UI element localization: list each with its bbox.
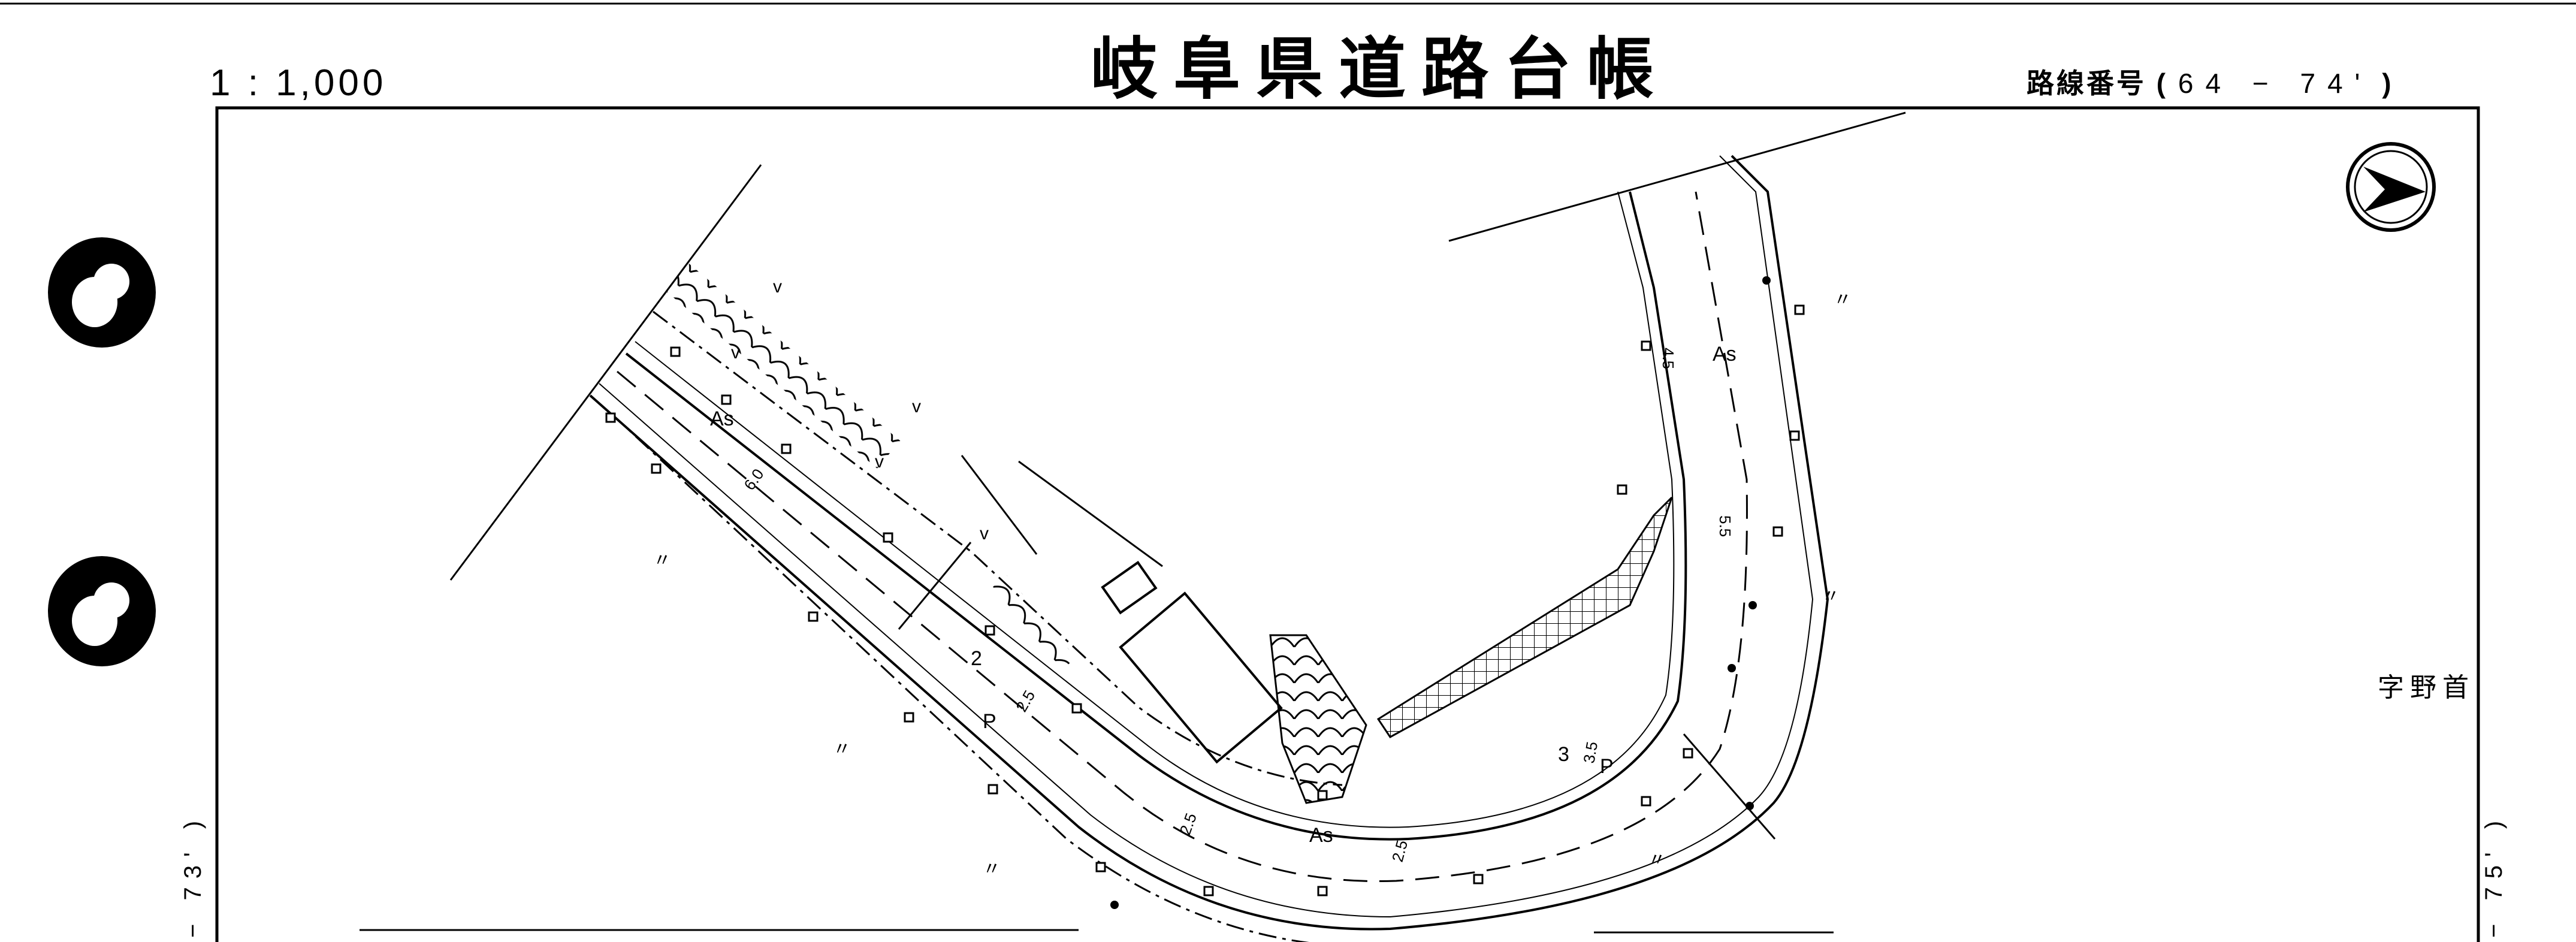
utility-poles (1110, 276, 1771, 909)
field-mark-2: 〃 (833, 739, 851, 759)
route-number-close: ) (2382, 68, 2394, 99)
width-1: 6.0 (740, 466, 767, 494)
route-number-value: 64 − 74' (2178, 68, 2372, 99)
property-boundaries (360, 111, 1906, 934)
width-3: 2.5 (1176, 811, 1200, 837)
road-center-line (617, 191, 1748, 883)
field-mark-4: 〃 (1648, 850, 1666, 870)
route-number: 路線番号 ( 64 − 74' ) (2027, 70, 2394, 97)
dry-field-mark-5: v (980, 524, 989, 544)
width-5: 3.5 (1580, 740, 1601, 765)
map-frame (215, 106, 2480, 942)
sidewalk-line-south (610, 412, 1310, 942)
as-label-3: As (1713, 343, 1737, 366)
dry-field-mark-4: v (875, 452, 884, 472)
field-mark-6: 〃 (1834, 290, 1852, 310)
binder-hole-top (48, 237, 156, 348)
as-label-2: As (1309, 824, 1333, 847)
sidewalk-p-1: P (983, 710, 996, 733)
section-number-2: 3 (1558, 743, 1569, 766)
retaining-wall-masonry (1269, 634, 1367, 804)
map-title: 岐阜県道路台帳 (1091, 32, 1669, 107)
place-name-label: 字野首 (2378, 673, 2475, 702)
field-mark-5: 〃 (1822, 587, 1840, 606)
north-arrow-icon (2346, 142, 2436, 232)
utility-markers (605, 304, 1805, 896)
field-mark-3: 〃 (983, 859, 1001, 879)
dry-field-mark-3: v (912, 397, 921, 416)
map-annotations: As As As P P 2 3 6.0 2.5 2.5 2.5 3.5 5.5… (653, 277, 1852, 879)
section-number-1: 2 (971, 647, 982, 670)
road-edges (589, 155, 1829, 931)
width-7: 4.5 (1659, 348, 1677, 369)
width-4: 2.5 (1388, 838, 1411, 864)
buildings (1101, 560, 1283, 764)
sidewalk-line-north (653, 310, 1343, 786)
route-number-open: ( (2156, 68, 2169, 99)
stone-wall-hatch (666, 264, 901, 469)
dry-field-mark-2: v (731, 343, 740, 363)
scale-label: 1 : 1,000 (210, 62, 387, 104)
as-label-1: As (710, 407, 734, 430)
block-wall-grid (1376, 496, 1673, 738)
stone-wall-hatch-small (988, 575, 1076, 674)
route-number-prefix: 路線番号 (2027, 68, 2146, 99)
width-6: 5.5 (1716, 515, 1734, 537)
width-2: 2.5 (1012, 687, 1038, 715)
sidewalk-p-2: P (1600, 755, 1614, 778)
binder-hole-bottom (48, 556, 156, 666)
dry-field-mark-1: v (773, 277, 782, 297)
field-mark-1: 〃 (653, 551, 671, 570)
